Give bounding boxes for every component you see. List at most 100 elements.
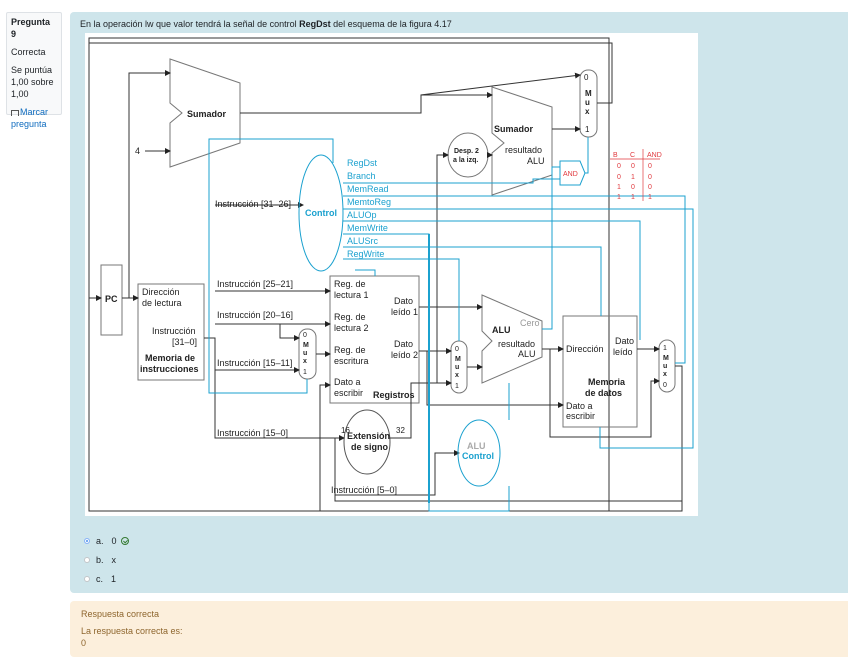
- svg-text:MemtoReg: MemtoReg: [347, 197, 391, 207]
- svg-text:16: 16: [341, 426, 350, 435]
- svg-text:1: 1: [648, 194, 652, 201]
- svg-text:PC: PC: [105, 294, 118, 304]
- mux-regdst: [298, 328, 317, 380]
- svg-text:0: 0: [648, 184, 652, 191]
- sign-extend: [343, 409, 391, 475]
- alu-control-unit: [457, 419, 501, 487]
- svg-text:1: 1: [585, 125, 590, 134]
- question-grade: Se puntúa 1,00 sobre 1,00: [11, 65, 54, 99]
- svg-text:Reg. de: Reg. de: [334, 345, 366, 355]
- svg-text:Dirección: Dirección: [566, 344, 604, 354]
- svg-text:M: M: [585, 89, 592, 98]
- svg-text:lectura 1: lectura 1: [334, 290, 369, 300]
- svg-text:Dirección: Dirección: [142, 287, 180, 297]
- shift-left-2: [447, 132, 489, 178]
- svg-text:x: x: [303, 358, 307, 365]
- svg-text:Dato: Dato: [394, 296, 413, 306]
- feedback-status: Respuesta correcta: [81, 609, 160, 619]
- svg-text:Memoria de: Memoria de: [145, 353, 195, 363]
- answer-options: a. 0 b. x c. 1: [84, 531, 129, 588]
- datapath-figure: Sumador 4 Sumador resultado ALU Desp. 2 …: [85, 33, 698, 516]
- svg-text:0: 0: [617, 174, 621, 181]
- svg-text:u: u: [585, 98, 590, 107]
- svg-text:x: x: [455, 372, 459, 379]
- svg-text:AND: AND: [563, 171, 578, 178]
- svg-text:1: 1: [631, 174, 635, 181]
- svg-text:MemWrite: MemWrite: [347, 223, 388, 233]
- svg-text:Instrucción [15–11]: Instrucción [15–11]: [217, 358, 292, 368]
- radio-c[interactable]: [84, 575, 90, 582]
- svg-text:Cero: Cero: [520, 318, 540, 328]
- svg-text:leído 1: leído 1: [391, 307, 418, 317]
- correct-check-icon: [120, 536, 129, 545]
- correct-answer-value: 0: [81, 638, 87, 648]
- svg-text:[31–0]: [31–0]: [172, 337, 197, 347]
- svg-text:32: 32: [396, 426, 405, 435]
- svg-text:a la izq.: a la izq.: [453, 157, 478, 164]
- svg-text:Control: Control: [462, 451, 494, 461]
- svg-text:resultado: resultado: [505, 145, 542, 155]
- svg-text:0: 0: [631, 163, 635, 170]
- svg-text:1: 1: [303, 369, 307, 376]
- svg-text:0: 0: [663, 382, 667, 389]
- question-text: En la operación lw que valor tendrá la s…: [80, 19, 452, 29]
- svg-text:AND: AND: [647, 152, 662, 159]
- svg-text:Control: Control: [305, 208, 337, 218]
- datapath-diagram: Sumador 4 Sumador resultado ALU Desp. 2 …: [88, 37, 694, 512]
- svg-text:ALUOp: ALUOp: [347, 210, 377, 220]
- svg-text:escribir: escribir: [334, 388, 363, 398]
- and-gate: [559, 160, 586, 186]
- radio-a[interactable]: [84, 537, 90, 544]
- svg-text:Sumador: Sumador: [187, 109, 227, 119]
- svg-text:ALU: ALU: [467, 441, 486, 451]
- svg-text:1: 1: [617, 184, 621, 191]
- answer-option-a[interactable]: a. 0: [84, 531, 129, 550]
- instruction-memory: [137, 283, 205, 381]
- svg-text:0: 0: [584, 73, 589, 82]
- svg-text:ALU: ALU: [518, 349, 536, 359]
- svg-text:1: 1: [663, 345, 667, 352]
- correct-answer-label: La respuesta correcta es:: [81, 626, 183, 636]
- svg-text:Sumador: Sumador: [494, 124, 534, 134]
- svg-text:0: 0: [455, 346, 459, 353]
- question-formulation: En la operación lw que valor tendrá la s…: [70, 12, 848, 593]
- question-state: Correcta: [11, 47, 46, 57]
- svg-text:Instrucción [25–21]: Instrucción [25–21]: [217, 279, 293, 289]
- answer-option-c[interactable]: c. 1: [84, 569, 129, 588]
- svg-text:0: 0: [648, 163, 652, 170]
- svg-text:1: 1: [617, 194, 621, 201]
- svg-text:lectura 2: lectura 2: [334, 323, 369, 333]
- svg-text:1: 1: [455, 383, 459, 390]
- svg-text:Instrucción [20–16]: Instrucción [20–16]: [217, 310, 293, 320]
- svg-text:Registros: Registros: [373, 390, 415, 400]
- control-unit: [298, 154, 344, 272]
- answer-option-b[interactable]: b. x: [84, 550, 129, 569]
- svg-text:0: 0: [648, 174, 652, 181]
- svg-text:M: M: [663, 355, 669, 362]
- flag-question-link[interactable]: Marcar pregunta: [11, 107, 49, 129]
- svg-text:ALU: ALU: [527, 156, 545, 166]
- svg-text:M: M: [455, 356, 461, 363]
- svg-text:ALU: ALU: [492, 325, 511, 335]
- adder-branch: [491, 86, 553, 196]
- svg-text:Branch: Branch: [347, 171, 376, 181]
- radio-b[interactable]: [84, 556, 90, 563]
- svg-text:Dato: Dato: [394, 339, 413, 349]
- svg-text:4: 4: [135, 146, 140, 156]
- svg-text:1: 1: [631, 194, 635, 201]
- svg-text:Reg. de: Reg. de: [334, 312, 366, 322]
- svg-text:0: 0: [631, 184, 635, 191]
- svg-text:ALUSrc: ALUSrc: [347, 236, 379, 246]
- svg-text:MemRead: MemRead: [347, 184, 389, 194]
- svg-text:x: x: [585, 107, 590, 116]
- svg-text:Desp. 2: Desp. 2: [454, 148, 479, 155]
- svg-text:Instrucción [5–0]: Instrucción [5–0]: [331, 485, 397, 495]
- svg-text:0: 0: [303, 332, 307, 339]
- svg-text:Instrucción [31–26]: Instrucción [31–26]: [215, 199, 291, 209]
- question-info-panel: Pregunta 9 Correcta Se puntúa 1,00 sobre…: [6, 12, 62, 129]
- svg-text:Memoria: Memoria: [588, 377, 626, 387]
- svg-text:resultado: resultado: [498, 339, 535, 349]
- svg-text:Extensión: Extensión: [347, 431, 390, 441]
- svg-text:escribir: escribir: [566, 411, 595, 421]
- feedback-box: Respuesta correcta La respuesta correcta…: [70, 601, 848, 657]
